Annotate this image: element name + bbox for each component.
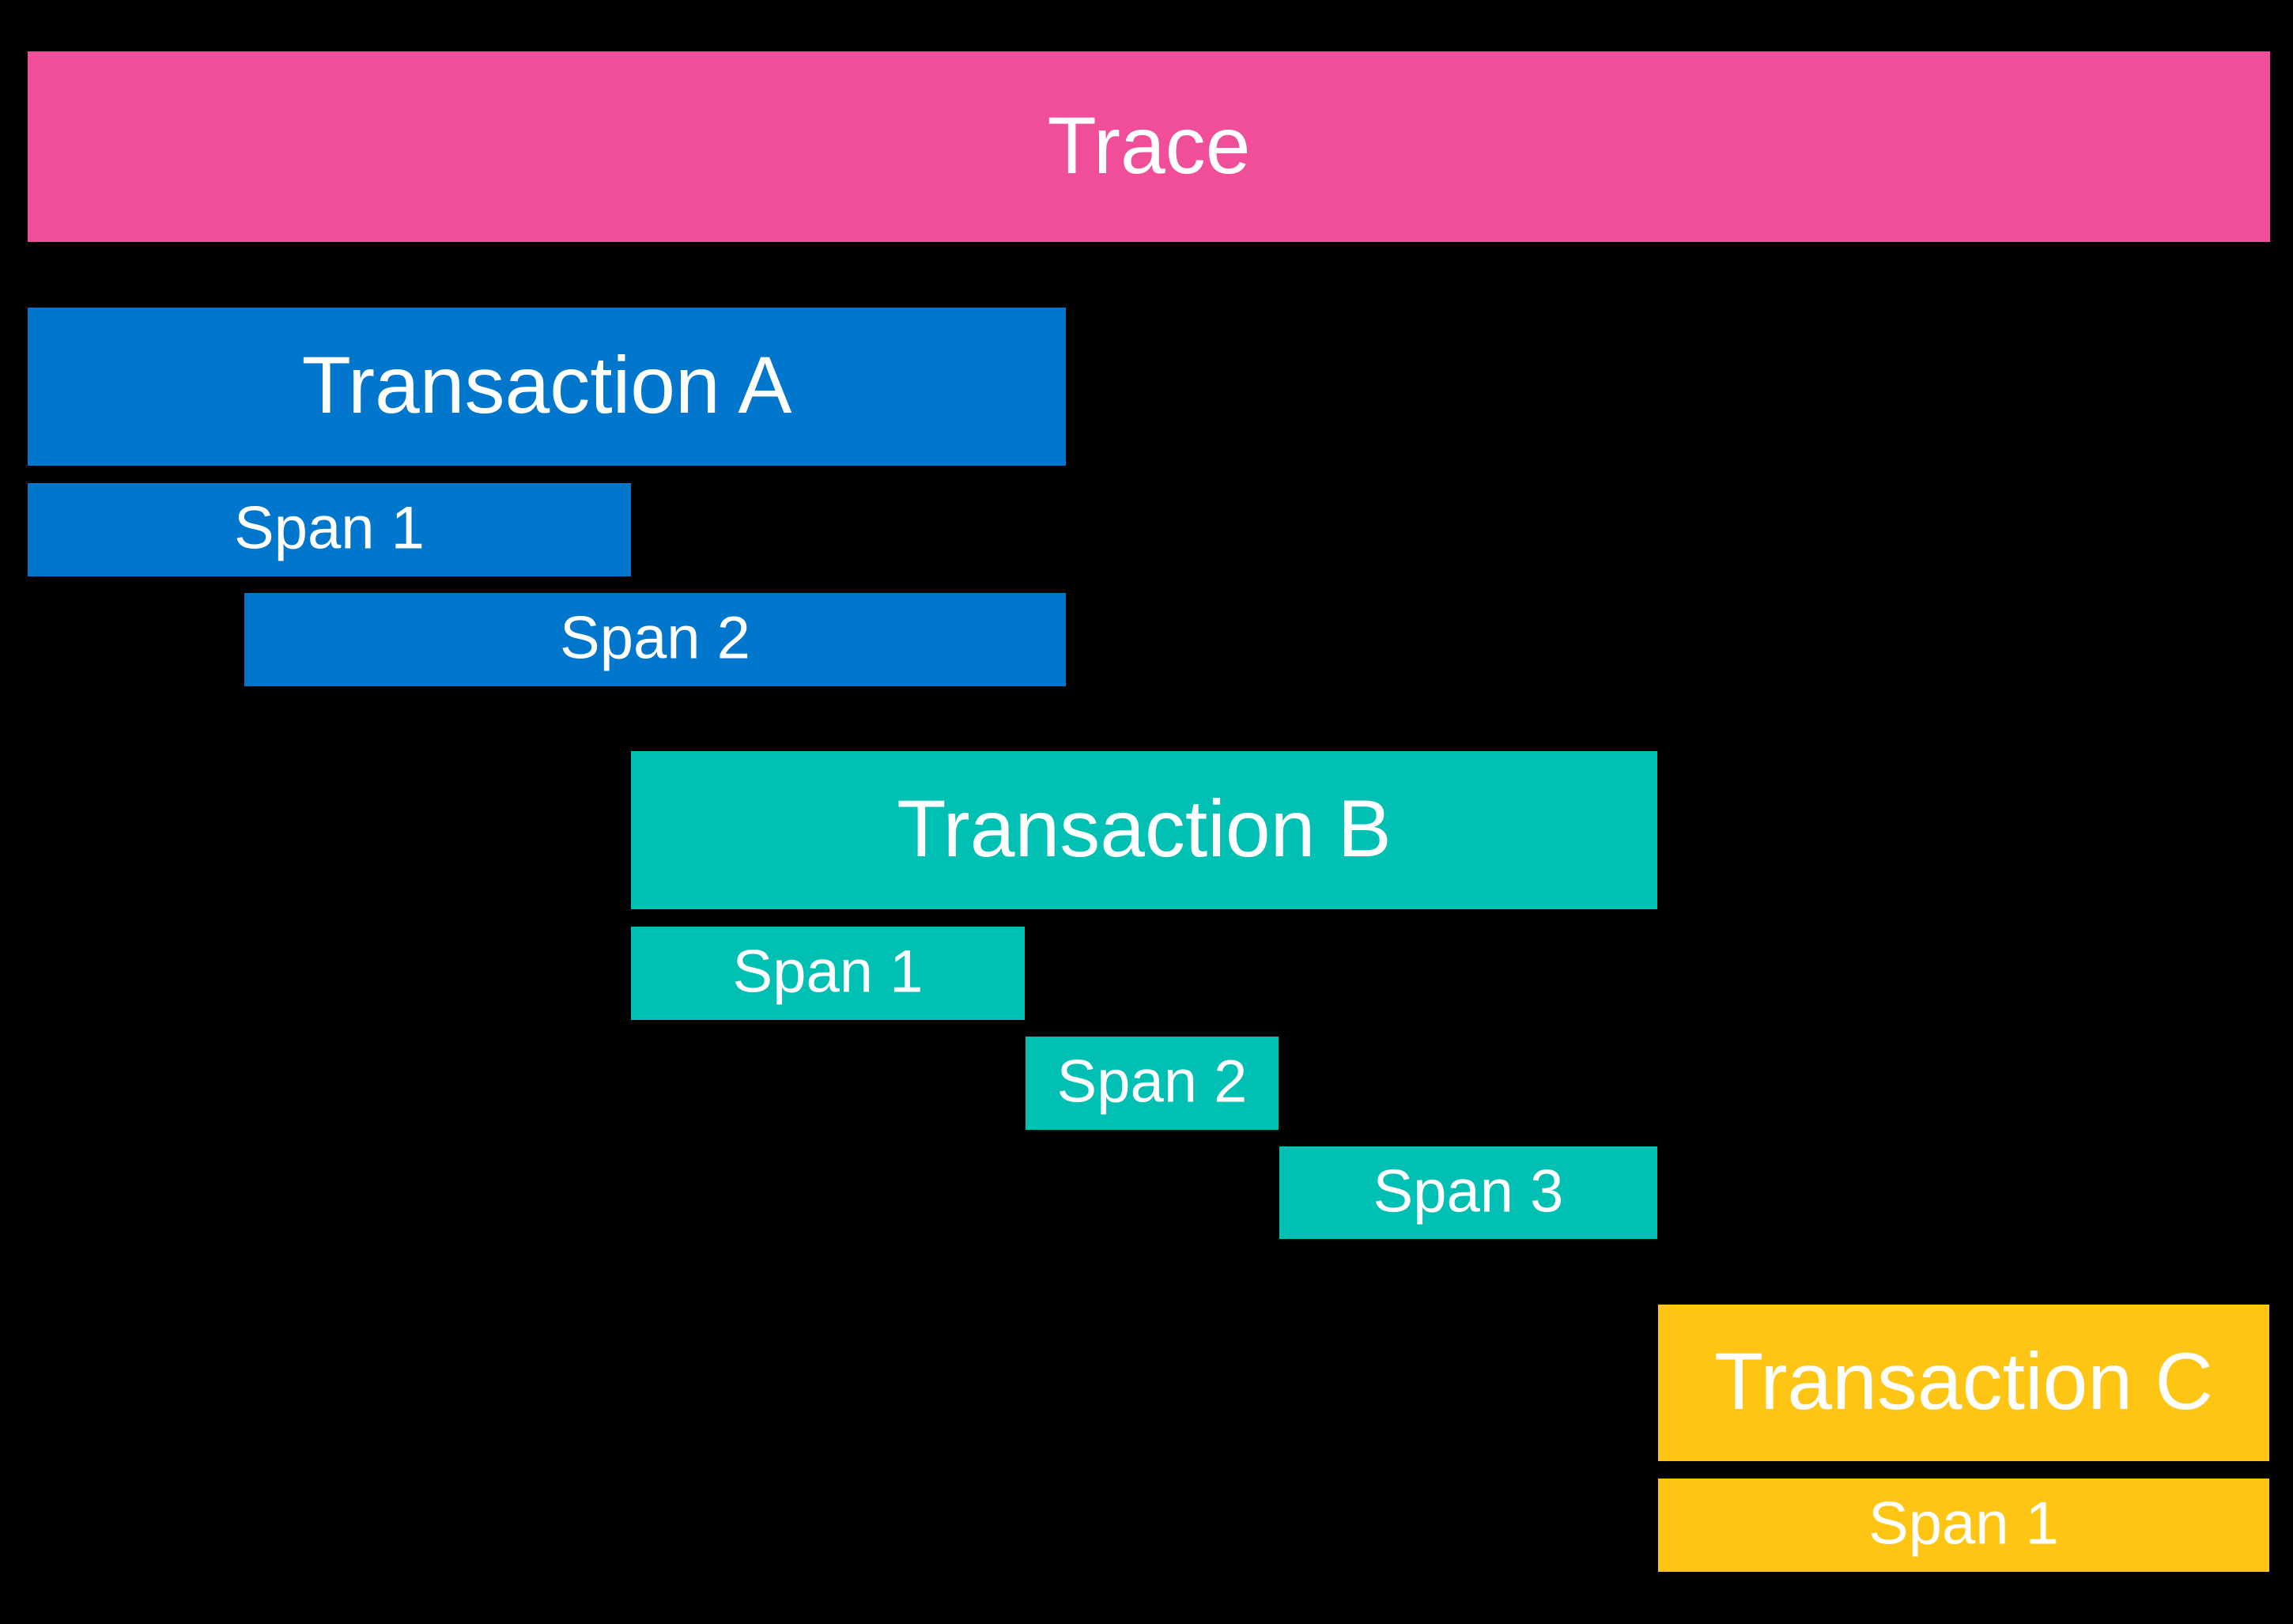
transaction-b-label: Transaction B	[897, 783, 1392, 874]
transaction-b-span-3-label: Span 3	[1373, 1157, 1564, 1225]
transaction-b-span-1-label: Span 1	[732, 938, 924, 1006]
transaction-c-span-1-label: Span 1	[1868, 1490, 2059, 1558]
transaction-a-span-1-label: Span 1	[234, 494, 425, 562]
trace-bar: Trace	[28, 51, 2270, 242]
transaction-b-span-3-bar: Span 3	[1279, 1146, 1657, 1239]
trace-label: Trace	[1047, 100, 1251, 191]
transaction-a-label: Transaction A	[301, 339, 792, 430]
transaction-c-span-1-bar: Span 1	[1658, 1479, 2269, 1572]
transaction-a-bar: Transaction A	[28, 308, 1066, 466]
transaction-c-bar: Transaction C	[1658, 1305, 2269, 1461]
transaction-a-span-2-bar: Span 2	[244, 593, 1066, 686]
transaction-c-label: Transaction C	[1713, 1335, 2214, 1426]
transaction-b-span-2-label: Span 2	[1056, 1048, 1248, 1116]
transaction-a-span-1-bar: Span 1	[28, 483, 631, 576]
transaction-b-bar: Transaction B	[631, 751, 1657, 909]
transaction-b-span-2-bar: Span 2	[1026, 1037, 1279, 1130]
transaction-a-span-2-label: Span 2	[560, 604, 750, 672]
transaction-b-span-1-bar: Span 1	[631, 927, 1025, 1020]
